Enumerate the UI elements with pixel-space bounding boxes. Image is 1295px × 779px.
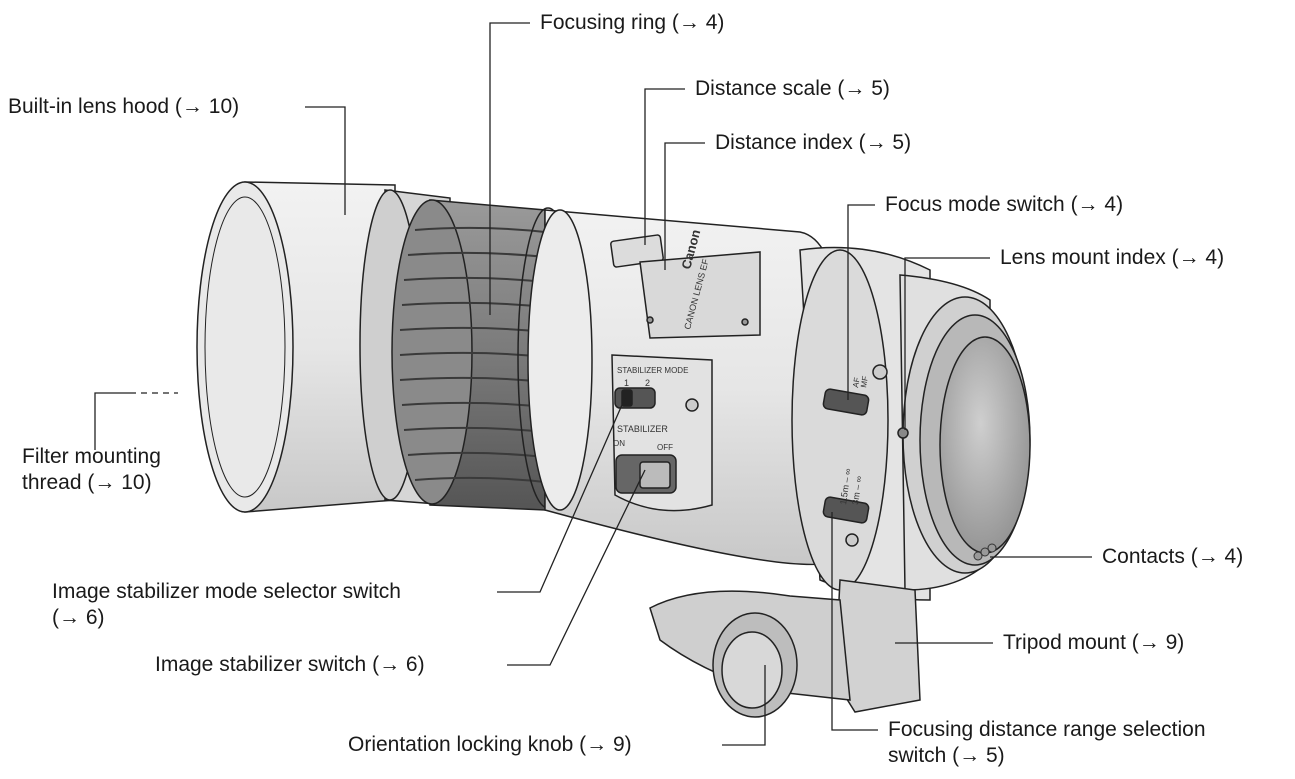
stabilizer-mode-title: STABILIZER MODE <box>617 366 688 375</box>
leader-filter-mounting-thread <box>94 392 130 450</box>
label-tripod-mount: Tripod mount (→ 9) <box>1003 631 1185 654</box>
label-contacts: Contacts (→ 4) <box>1102 545 1244 568</box>
built-in-lens-hood-shape <box>196 181 396 513</box>
stab-on-marking: ON <box>613 439 625 448</box>
leader-distance-scale <box>644 88 685 245</box>
leader-focus-mode-switch <box>847 204 875 400</box>
range-2-marking: 3m – ∞ <box>850 475 864 505</box>
leader-lines <box>94 22 1092 746</box>
label-focusing-distance-range-selection-switch: Focusing distance range selection switch… <box>888 718 1206 767</box>
focusing-ring-shape <box>391 199 579 511</box>
leader-image-stabilizer-mode-selector-switch <box>497 397 626 593</box>
leader-lens-mount-index <box>904 257 990 430</box>
label-distance-scale: Distance scale (→ 5) <box>695 77 890 100</box>
label-distance-index: Distance index (→ 5) <box>715 131 912 154</box>
mf-marking: MF <box>859 375 870 388</box>
tripod-mount-shape <box>649 579 921 718</box>
leader-focusing-ring <box>489 22 530 315</box>
label-orientation-locking-knob: Orientation locking knob (→ 9) <box>348 733 632 756</box>
label-focus-mode-switch: Focus mode switch (→ 4) <box>885 193 1124 216</box>
lens-barrel <box>527 209 841 566</box>
label-filter-mounting-thread: Filter mounting thread (→ 10) <box>22 445 161 494</box>
label-image-stabilizer-switch: Image stabilizer switch (→ 6) <box>155 653 425 676</box>
lens-mount <box>897 274 1031 591</box>
mode-2-marking: 2 <box>645 378 650 388</box>
leader-built-in-lens-hood <box>305 106 346 215</box>
leader-distance-index <box>664 142 705 270</box>
label-lens-mount-index: Lens mount index (→ 4) <box>1000 246 1225 269</box>
tripod-collar <box>791 246 931 601</box>
mode-1-marking: 1 <box>624 378 629 388</box>
label-built-in-lens-hood: Built-in lens hood (→ 10) <box>8 95 240 118</box>
leader-image-stabilizer-switch <box>507 469 646 666</box>
stab-off-marking: OFF <box>657 443 673 452</box>
label-image-stabilizer-mode-selector-switch: Image stabilizer mode selector switch (→… <box>52 580 401 629</box>
label-focusing-ring: Focusing ring (→ 4) <box>540 11 725 34</box>
leader-orientation-locking-knob <box>722 665 766 746</box>
leader-focusing-distance-range-selection-switch <box>831 512 878 731</box>
af-marking: AF <box>851 377 862 389</box>
stabilizer-title: STABILIZER <box>617 424 668 434</box>
